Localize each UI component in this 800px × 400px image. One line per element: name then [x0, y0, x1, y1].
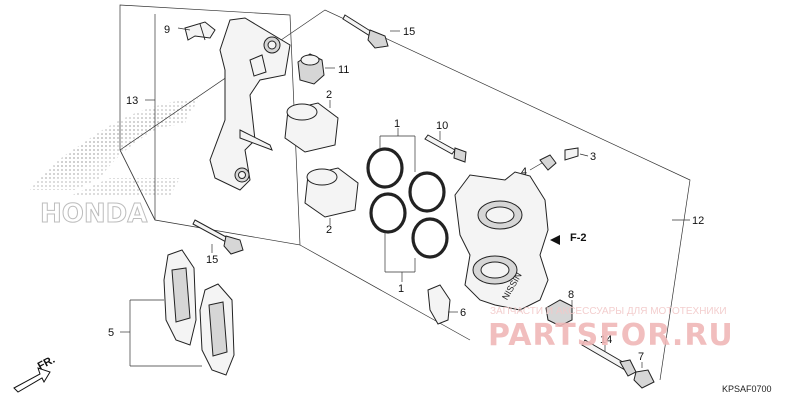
callout-2-lower: 2: [326, 224, 332, 236]
pad-retainer: [427, 284, 451, 325]
caliper-bracket: [209, 17, 291, 191]
watermark-site: PARTSFOR.RU: [488, 318, 734, 353]
pin-bolt: [581, 339, 637, 377]
callout-15-upper: 15: [403, 26, 415, 38]
callout-13: 7: [638, 351, 644, 363]
callout-7: 9: [164, 24, 170, 36]
callout-14: 14: [600, 334, 612, 346]
forward-label: FR.: [36, 354, 57, 373]
forward-arrow: FR.: [13, 354, 57, 393]
bleeder-cap: [539, 154, 557, 171]
honda-logo-text: HONDA: [40, 199, 147, 229]
callout-labels: 9 15 11 13 2 1 10 3 4 12 2 15 1 8 6 5 14…: [108, 24, 704, 363]
callout-3: 3: [590, 151, 596, 163]
callout-15-lower: 15: [206, 254, 218, 266]
callout-1-lower: 1: [398, 283, 404, 295]
callout-6: 6: [460, 307, 466, 319]
assembly-outline: [119, 4, 691, 381]
boot-lower: [545, 299, 573, 327]
callout-4: 4: [521, 166, 527, 178]
figure-reference-arrow: [550, 235, 560, 245]
callout-12: 13: [126, 95, 138, 107]
watermark: ЗАПЧАСТИ И АКСЕССУАРЫ ДЛЯ МОТОТЕХНИКИ PA…: [488, 306, 734, 353]
slide-pin: [424, 134, 467, 163]
honda-wing-logo: HONDA: [30, 98, 198, 230]
callout-5: 5: [108, 327, 114, 339]
callout-1-upper: 1: [394, 118, 400, 130]
boot: [297, 53, 325, 85]
diagram-code: KPSAF0700: [722, 384, 772, 394]
caliper-body: NISSIN: [454, 171, 549, 311]
callout-9: 8: [568, 289, 574, 301]
pin-nut: [633, 369, 655, 389]
piston-lower: [304, 167, 359, 218]
callout-2-upper: 2: [326, 89, 332, 101]
callout-8: 10: [436, 120, 448, 132]
piston-seals: [366, 147, 449, 259]
bleeder-screw: [564, 147, 579, 161]
watermark-tagline: ЗАПЧАСТИ И АКСЕССУАРЫ ДЛЯ МОТОТЕХНИКИ: [490, 306, 727, 317]
piston-upper: [284, 102, 339, 153]
figure-reference-label: F-2: [570, 232, 587, 244]
brake-pad-set: [163, 249, 235, 376]
flange-bolt-upper: [342, 14, 389, 49]
pad-spring-clip: [184, 21, 216, 41]
callout-10: 11: [338, 64, 349, 76]
flange-bolt-lower: [192, 219, 244, 255]
callout-11: 12: [692, 215, 704, 227]
leader-lines: [120, 14, 690, 368]
